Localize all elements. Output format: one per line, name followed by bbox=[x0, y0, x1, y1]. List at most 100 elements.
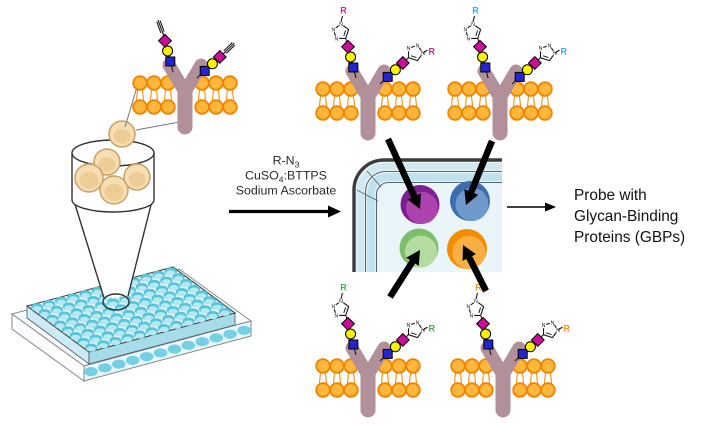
plate-well-highlight bbox=[212, 304, 222, 310]
nitrogen-atom-label: N bbox=[332, 304, 336, 310]
plate-side-well bbox=[125, 355, 140, 365]
flow-arrows bbox=[229, 137, 556, 299]
lipid-head bbox=[526, 382, 542, 398]
lipid-head bbox=[315, 382, 331, 398]
lipid-head bbox=[537, 81, 553, 97]
sugar-magenta-diamond-icon bbox=[340, 39, 356, 54]
96-well-plate bbox=[10, 266, 253, 382]
plate-well-highlight bbox=[103, 334, 113, 340]
plate-well-highlight bbox=[185, 296, 195, 302]
lipid-head bbox=[146, 99, 162, 115]
corner-tick bbox=[356, 189, 379, 202]
r-group-label: R bbox=[340, 6, 347, 16]
nitrogen-atom-label: N bbox=[407, 46, 411, 52]
plate-well-highlight bbox=[88, 298, 98, 304]
plate-well-highlight bbox=[98, 343, 108, 349]
atom-backdrop bbox=[549, 319, 556, 326]
glcnac-blue-square-icon bbox=[348, 339, 359, 350]
lipid-head bbox=[222, 99, 238, 115]
plate-well-highlight bbox=[91, 337, 101, 343]
lipid-head bbox=[343, 105, 359, 121]
plate-well-highlight bbox=[161, 279, 171, 285]
cell-surface-glycoprotein-alkyne bbox=[132, 19, 238, 135]
double-bond bbox=[475, 30, 479, 37]
lipid-head bbox=[540, 358, 556, 374]
plate-well-highlight bbox=[131, 318, 142, 324]
cell-bead bbox=[74, 163, 104, 193]
glcnac-blue-square-icon bbox=[382, 348, 393, 359]
plate-well-highlight bbox=[52, 308, 62, 314]
funnel-cone-edge bbox=[127, 200, 153, 297]
plate-well-highlight bbox=[83, 331, 93, 337]
plate-well-highlight bbox=[220, 310, 230, 316]
plate-well-highlight bbox=[47, 317, 58, 323]
lipid-head bbox=[329, 358, 345, 374]
glycan-branch-l bbox=[156, 19, 176, 73]
plate-well-highlight bbox=[55, 323, 65, 329]
double-bond bbox=[343, 30, 347, 37]
nitrogen-atom-label: N bbox=[553, 51, 557, 57]
lipid-head bbox=[461, 105, 477, 121]
plate-well-highlight bbox=[144, 315, 154, 321]
plate-well-highlight bbox=[208, 313, 218, 319]
lipid-head bbox=[329, 382, 345, 398]
lipid-head bbox=[512, 382, 528, 398]
r-group-label: R bbox=[429, 324, 436, 334]
lipid-head bbox=[329, 105, 345, 121]
arrow-to-well-purple bbox=[385, 137, 422, 209]
atom-backdrop bbox=[473, 298, 479, 304]
lipid-head bbox=[405, 358, 421, 374]
lipid-head bbox=[329, 81, 345, 97]
lipid-head bbox=[523, 81, 539, 97]
nitrogen-atom-label: N bbox=[467, 304, 471, 310]
plate-well-highlight bbox=[166, 270, 176, 276]
glcnac-blue-square-icon bbox=[480, 62, 491, 73]
atom-backdrop bbox=[405, 45, 412, 52]
lipid-head bbox=[475, 105, 491, 121]
plate-well-highlight bbox=[110, 339, 121, 345]
nitrogen-atom-label: N bbox=[539, 46, 543, 52]
plate-well-highlight bbox=[67, 320, 77, 326]
r-bond bbox=[472, 15, 476, 23]
atom-backdrop bbox=[338, 21, 344, 27]
lipid-head bbox=[464, 358, 480, 374]
lipid-head bbox=[405, 382, 421, 398]
plate-well-highlight bbox=[96, 304, 106, 310]
lipid-bilayer-icon bbox=[450, 358, 556, 398]
plate-side-well bbox=[153, 348, 168, 358]
nitrogen-atom-label: N bbox=[464, 27, 468, 33]
plate-well-highlight bbox=[32, 306, 42, 312]
r-group-label: R bbox=[564, 324, 571, 334]
plate-well-highlight bbox=[99, 319, 110, 325]
plate-side-well bbox=[237, 325, 251, 335]
lipid-head bbox=[391, 382, 407, 398]
atom-backdrop bbox=[330, 26, 337, 33]
plate-well-highlight bbox=[169, 285, 179, 291]
nitrogen-atom-label: N bbox=[416, 320, 420, 326]
sugar-magenta-diamond-icon bbox=[472, 39, 488, 54]
galactose-yellow-circle-icon bbox=[162, 45, 174, 57]
assay-plate-corner bbox=[344, 150, 720, 425]
atom-backdrop bbox=[537, 45, 544, 52]
plate-well-highlight bbox=[168, 308, 178, 314]
atom-backdrop bbox=[330, 303, 337, 310]
probe-arrow bbox=[507, 202, 556, 212]
atom-backdrop bbox=[333, 35, 340, 42]
r-group-label: R bbox=[472, 6, 479, 16]
lipid-head bbox=[315, 358, 331, 374]
lipid-head bbox=[478, 382, 494, 398]
glcnac-blue-square-icon bbox=[199, 65, 210, 76]
plate-well-highlight bbox=[68, 296, 79, 302]
atom-backdrop bbox=[338, 298, 344, 304]
plate-well-highlight bbox=[128, 303, 138, 309]
cell-bead bbox=[99, 175, 129, 205]
lipid-head bbox=[405, 105, 421, 121]
atom-backdrop bbox=[414, 42, 421, 49]
plate-well-highlight bbox=[180, 305, 190, 311]
lipid-head bbox=[523, 105, 539, 121]
plate-well-highlight bbox=[72, 311, 82, 317]
highlighted-well-circle bbox=[102, 293, 130, 311]
